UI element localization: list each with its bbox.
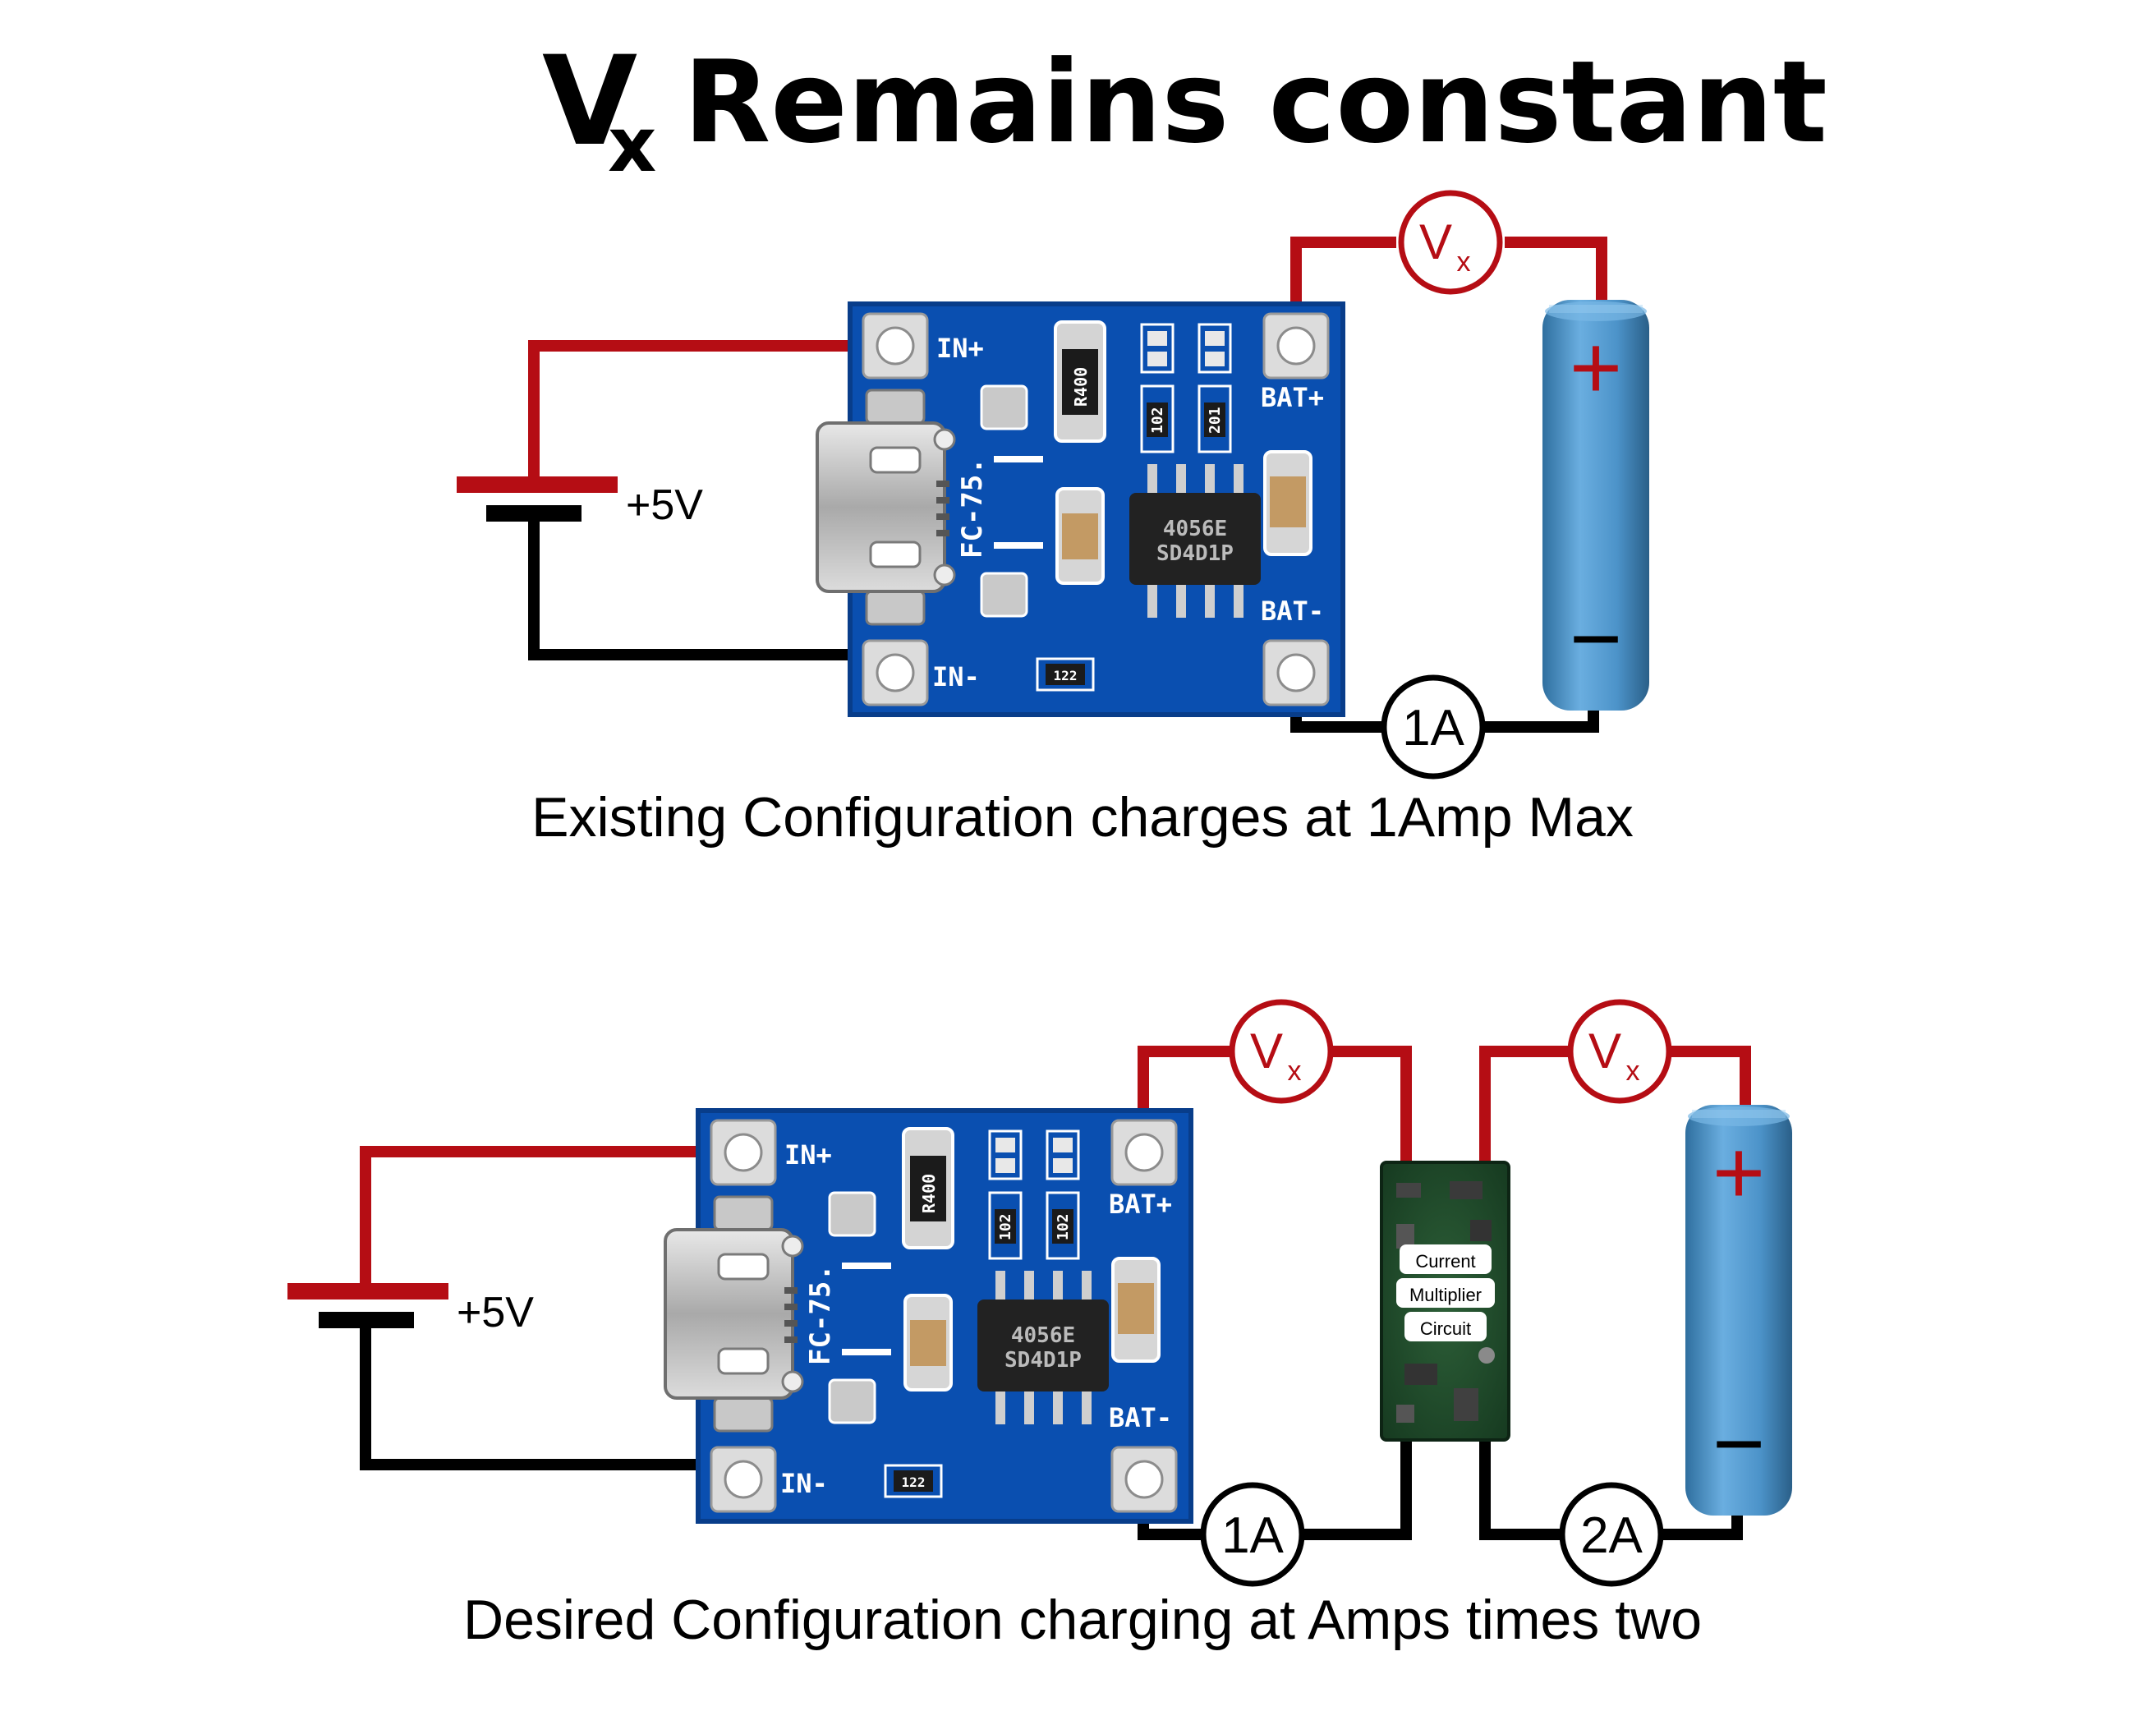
top-circuit: +5V IN+ IN- BAT+ BAT- 4056E SD4D1P FC-75… (457, 190, 1649, 849)
top-board-chip-line2: SD4D1P (1156, 541, 1234, 566)
bottom-ammeter-right-label: 2A (1580, 1507, 1643, 1564)
bottom-voltmeter-left-subscript: x (1288, 1056, 1302, 1087)
current-multiplier-module: Current Multiplier Circuit (1380, 1161, 1510, 1442)
bottom-voltmeter-right-symbol: V (1588, 1024, 1621, 1079)
bottom-board-model: FC-75. (804, 1264, 837, 1365)
module-label-line1: Current (1415, 1251, 1475, 1272)
bottom-charger-board: IN+ IN- BAT+ BAT- 4056E SD4D1P FC-75. R4… (665, 1111, 1191, 1521)
bottom-wire-vx-right-to-battery (1671, 1046, 1751, 1113)
top-voltmeter: V x (1398, 190, 1503, 295)
top-battery-minus: − (1570, 588, 1622, 689)
title-subscript: x (608, 101, 656, 189)
bottom-source-label: +5V (457, 1289, 534, 1336)
bottom-voltmeter-right: V x (1567, 999, 1672, 1104)
top-caption: Existing Configuration charges at 1Amp M… (531, 786, 1634, 849)
bottom-wire-ammeter-left-to-module (1303, 1433, 1412, 1540)
top-board-in-plus: IN+ (936, 333, 984, 364)
top-board-in-minus: IN- (932, 661, 980, 692)
bottom-board-in-plus: IN+ (784, 1139, 832, 1171)
top-charger-board: IN+ IN- BAT+ BAT- 4056E SD4D1P FC-75. R4… (817, 304, 1343, 715)
bottom-board-resistor-top: R400 (919, 1174, 939, 1213)
top-source-positive-plate (457, 476, 618, 493)
top-wire-positive-input (528, 340, 895, 485)
bottom-wire-module-to-ammeter-right (1479, 1433, 1561, 1540)
top-voltmeter-symbol: V (1419, 214, 1452, 269)
bottom-board-bat-minus: BAT- (1109, 1402, 1172, 1433)
bottom-wire-vx-left-to-module (1332, 1046, 1412, 1166)
bottom-battery-minus: − (1712, 1393, 1765, 1494)
bottom-source-positive-plate (287, 1283, 448, 1300)
top-board-model: FC-75. (956, 458, 989, 559)
top-wire-negative-input (528, 509, 895, 660)
top-ammeter-label: 1A (1402, 700, 1464, 757)
bottom-battery-plus: + (1712, 1122, 1765, 1223)
top-source-negative-plate (486, 505, 582, 522)
bottom-voltmeter-left: V x (1229, 999, 1334, 1104)
title: V x Remains constant (542, 30, 1827, 189)
bottom-board-resistor-b: 102 (1055, 1213, 1072, 1240)
bottom-board-chip-line2: SD4D1P (1004, 1348, 1082, 1373)
bottom-board-in-minus: IN- (780, 1468, 828, 1499)
bottom-battery: + − (1685, 1105, 1792, 1516)
title-symbol: V (542, 30, 637, 173)
top-board-resistor-bottom: 122 (1054, 668, 1078, 683)
top-board-chip-line1: 4056E (1163, 517, 1227, 541)
top-board-resistor-a: 102 (1149, 407, 1166, 434)
title-text: Remains constant (683, 36, 1827, 168)
bottom-board-resistor-a: 102 (997, 1213, 1014, 1240)
bottom-ammeter-left: 1A (1200, 1482, 1305, 1587)
bottom-voltmeter-left-symbol: V (1250, 1024, 1283, 1079)
top-board-resistor-top: R400 (1071, 367, 1091, 407)
bottom-board-chip-line1: 4056E (1011, 1323, 1075, 1348)
bottom-circuit: +5V IN+ IN- BAT+ BAT- 4056E SD4D1P FC-75… (287, 999, 1792, 1651)
bottom-source-negative-plate (319, 1312, 414, 1328)
top-battery: + − (1542, 300, 1649, 711)
bottom-board-resistor-bottom: 122 (902, 1474, 926, 1490)
top-battery-plus: + (1570, 317, 1622, 418)
top-source-label: +5V (626, 481, 703, 529)
bottom-wire-negative-input (360, 1318, 731, 1470)
bottom-wire-module-to-vx-right (1479, 1046, 1569, 1166)
bottom-caption: Desired Configuration charging at Amps t… (463, 1589, 1702, 1651)
module-label-line3: Circuit (1420, 1318, 1471, 1339)
top-board-bat-minus: BAT- (1261, 596, 1324, 627)
bottom-voltmeter-right-subscript: x (1626, 1056, 1640, 1087)
top-ammeter: 1A (1381, 674, 1486, 780)
top-wire-vx-to-battery (1505, 237, 1607, 304)
bottom-ammeter-right: 2A (1559, 1482, 1664, 1587)
top-voltmeter-subscript: x (1457, 246, 1471, 278)
module-label-line2: Multiplier (1409, 1285, 1482, 1305)
bottom-ammeter-left-label: 1A (1221, 1507, 1284, 1564)
bottom-board-bat-plus: BAT+ (1109, 1189, 1172, 1220)
bottom-wire-positive-input (360, 1146, 731, 1290)
top-board-bat-plus: BAT+ (1261, 382, 1324, 413)
top-board-resistor-b: 201 (1207, 407, 1224, 434)
